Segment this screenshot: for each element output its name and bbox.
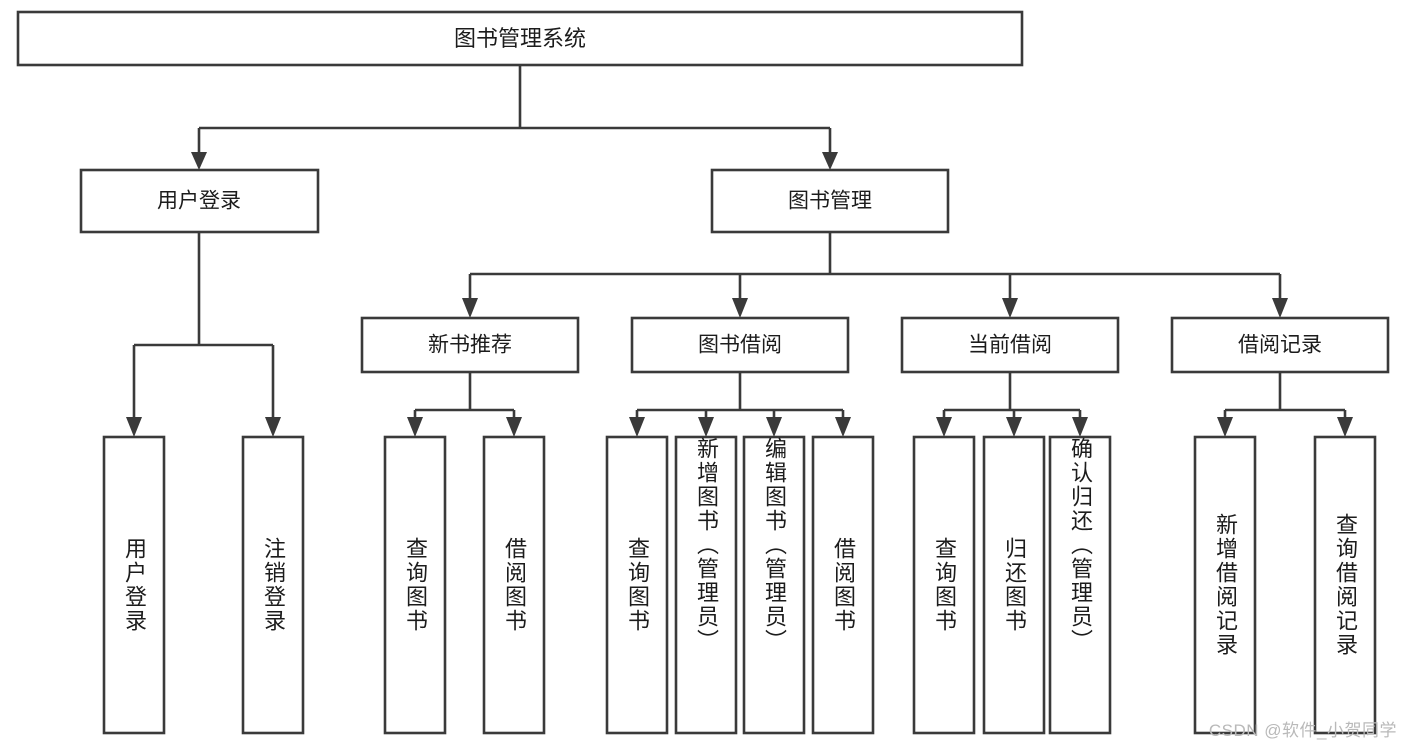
arrowhead-new-book-rec — [462, 298, 478, 318]
node-new-book-recommend[interactable]: 新书推荐 — [360, 316, 580, 374]
node-current-borrow[interactable]: 当前借阅 — [900, 316, 1120, 374]
arrowhead-bb-leaf1 — [629, 417, 645, 437]
arrowhead-nbr-leaf1 — [407, 417, 423, 437]
node-book-management-label: 图书管理 — [788, 190, 872, 213]
node-new-book-recommend-label: 新书推荐 — [428, 334, 512, 357]
leaf-box-nbr-borrow-book[interactable] — [482, 435, 546, 735]
arrowhead-current-borrow — [1002, 298, 1018, 318]
arrowhead-borrow-record — [1272, 298, 1288, 318]
node-user-login-label: 用户登录 — [157, 190, 241, 213]
node-book-management[interactable]: 图书管理 — [710, 168, 950, 234]
leaf-box-bb-query-book[interactable] — [605, 435, 669, 735]
arrowhead-book-mgmt — [822, 152, 838, 170]
arrowhead-bb-leaf3 — [766, 417, 782, 437]
csdn-watermark: CSDN @软件_小贺同学 — [1208, 721, 1397, 740]
leaf-box-cb-confirm-return-admin[interactable] — [1048, 435, 1112, 735]
arrowhead-book-borrow — [732, 298, 748, 318]
leaf-box-br-add-record[interactable] — [1193, 435, 1257, 735]
connector-layer — [126, 65, 1353, 437]
arrowhead-leaf-logout — [265, 417, 281, 437]
arrowhead-cb-leaf1 — [936, 417, 952, 437]
node-book-borrow[interactable]: 图书借阅 — [630, 316, 850, 374]
leaf-box-user-login[interactable] — [102, 435, 166, 735]
arrowhead-nbr-leaf2 — [506, 417, 522, 437]
node-book-borrow-box[interactable] — [630, 316, 850, 374]
leaf-box-bb-add-book-admin[interactable] — [674, 435, 738, 735]
arrowhead-cb-leaf2 — [1006, 417, 1022, 437]
leaf-box-nbr-query-book[interactable] — [383, 435, 447, 735]
node-root-box[interactable] — [16, 10, 1024, 67]
leaf-box-bb-borrow-book[interactable] — [811, 435, 875, 735]
node-borrow-record[interactable]: 借阅记录 — [1170, 316, 1390, 374]
node-borrow-record-label: 借阅记录 — [1238, 334, 1322, 357]
node-root-label: 图书管理系统 — [454, 26, 586, 51]
node-new-book-recommend-box[interactable] — [360, 316, 580, 374]
arrowhead-cb-leaf3 — [1072, 417, 1088, 437]
arrowhead-bb-leaf2 — [698, 417, 714, 437]
node-book-borrow-label: 图书借阅 — [698, 334, 782, 357]
arrowhead-bb-leaf4 — [835, 417, 851, 437]
leaf-box-cb-query-book[interactable] — [912, 435, 976, 735]
arrowhead-leaf-user-login — [126, 417, 142, 437]
node-current-borrow-box[interactable] — [900, 316, 1120, 374]
node-user-login-box[interactable] — [79, 168, 320, 234]
arrowhead-br-leaf1 — [1217, 417, 1233, 437]
leaf-box-cb-return-book[interactable] — [982, 435, 1046, 735]
arrowhead-user-login — [191, 152, 207, 170]
leaf-box-bb-edit-book-admin[interactable] — [742, 435, 806, 735]
node-current-borrow-label: 当前借阅 — [968, 334, 1052, 357]
leaf-box-layer — [102, 435, 1377, 735]
node-user-login[interactable]: 用户登录 — [79, 168, 320, 234]
node-book-management-box[interactable] — [710, 168, 950, 234]
arrowhead-br-leaf2 — [1337, 417, 1353, 437]
node-borrow-record-box[interactable] — [1170, 316, 1390, 374]
leaf-box-br-query-record[interactable] — [1313, 435, 1377, 735]
node-root-system[interactable]: 图书管理系统 — [16, 10, 1024, 67]
leaf-box-logout[interactable] — [241, 435, 305, 735]
